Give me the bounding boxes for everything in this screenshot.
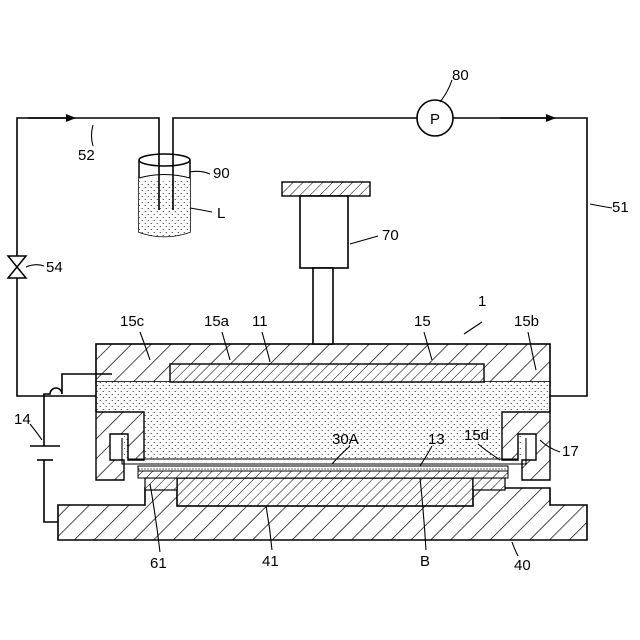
- label-40: 40: [514, 557, 531, 574]
- lower-electrode-41: [177, 478, 473, 506]
- label-54: 54: [46, 259, 63, 276]
- label-80: 80: [452, 67, 469, 84]
- frame-17-left: [96, 412, 144, 480]
- layer-30A: [138, 471, 508, 478]
- return-line-52: [17, 118, 159, 256]
- label-15a: 15a: [204, 313, 230, 330]
- label-15: 15: [414, 313, 431, 330]
- chamber-lower: [124, 412, 522, 460]
- chamber-main-15a: [96, 382, 550, 412]
- flow-arrow-right: [546, 114, 556, 122]
- actuator-70: [300, 196, 348, 268]
- label-13: 13: [428, 431, 445, 448]
- label-15b: 15b: [514, 313, 539, 330]
- label-61: 61: [150, 555, 167, 572]
- flow-arrow-return: [66, 114, 76, 122]
- label-17: 17: [562, 443, 579, 460]
- label-51: 51: [612, 199, 629, 216]
- label-1: 1: [478, 293, 486, 310]
- label-30A: 30A: [332, 431, 359, 448]
- wire-bottom: [44, 460, 58, 522]
- label-90: 90: [213, 165, 230, 182]
- liquid-container-90: [139, 154, 190, 237]
- label-70: 70: [382, 227, 399, 244]
- label-B: B: [420, 553, 430, 570]
- label-L: L: [217, 205, 225, 222]
- label-11: 11: [252, 313, 268, 330]
- spacer-61-right: [473, 478, 505, 490]
- label-52: 52: [78, 147, 95, 164]
- top-electrode-11: [170, 364, 484, 382]
- label-15d: 15d: [464, 427, 489, 444]
- valve-54: [8, 256, 26, 278]
- membrane-13: [138, 466, 508, 471]
- label-15c: 15c: [120, 313, 145, 330]
- actuator-mount: [282, 182, 370, 196]
- spacer-61-left: [145, 478, 177, 490]
- label-14: 14: [14, 411, 31, 428]
- pump-symbol: P: [430, 111, 440, 128]
- label-41: 41: [262, 553, 279, 570]
- actuator-rod: [313, 268, 333, 344]
